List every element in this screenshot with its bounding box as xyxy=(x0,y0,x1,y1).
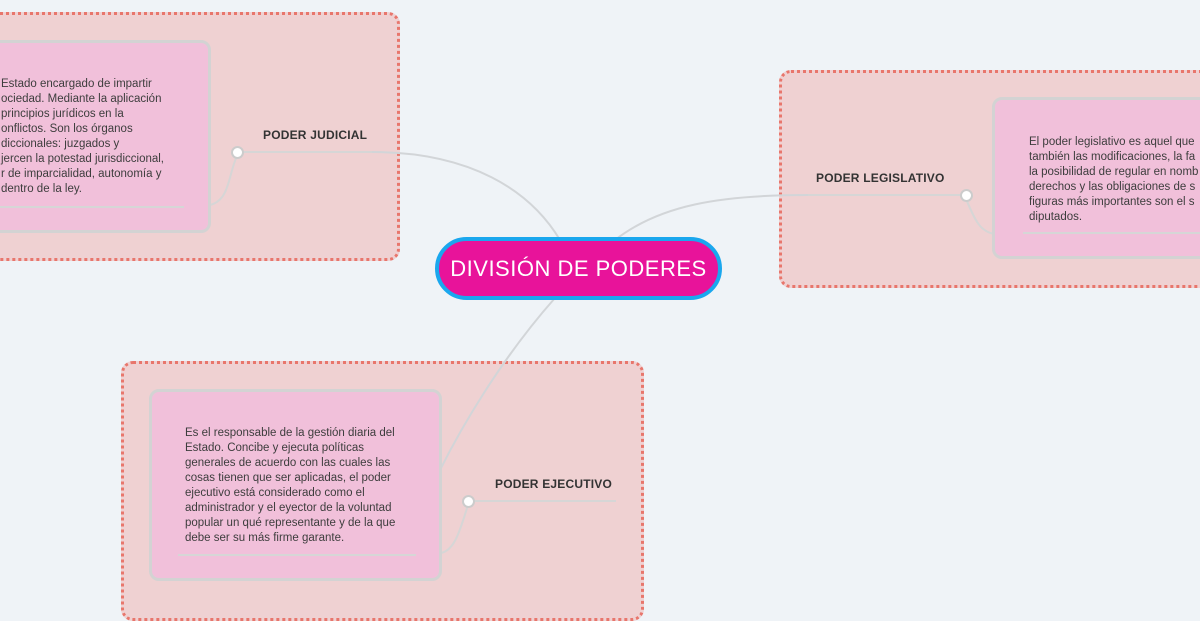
ejecutivo-label[interactable]: PODER EJECUTIVO xyxy=(495,477,613,491)
text-line: debe ser su más firme garante. xyxy=(185,532,345,544)
text-line: Estado. Concibe y ejecuta políticas xyxy=(185,442,364,454)
connector-judicial xyxy=(371,151,561,241)
link-judicial-textbox xyxy=(209,155,238,206)
text-line: ejecutivo está considerado como el xyxy=(185,487,365,499)
text-line: r de imparcialidad, autonomía y xyxy=(1,168,162,180)
text-line: figuras más importantes son el s xyxy=(1029,196,1195,208)
text-line: popular un qué representante y de la que xyxy=(185,517,396,529)
link-legislativo-textbox xyxy=(965,198,996,235)
divider xyxy=(1023,232,1200,234)
text-line: ociedad. Mediante la aplicación xyxy=(1,93,162,105)
text-line: El poder legislativo es aquel que xyxy=(1029,136,1195,148)
text-line: principios jurídicos en la xyxy=(1,108,124,120)
judicial-label[interactable]: PODER JUDICIAL xyxy=(263,128,368,142)
legislativo-description-box[interactable]: El poder legislativo es aquel que tambié… xyxy=(992,97,1200,259)
judicial-node-dot[interactable] xyxy=(231,146,244,159)
text-line: generales de acuerdo con las cuales las xyxy=(185,457,391,469)
text-line: dentro de la ley. xyxy=(1,183,82,195)
connector-ejecutivo xyxy=(439,297,556,471)
text-line: cosas tienen que ser aplicadas, el poder xyxy=(185,472,391,484)
central-topic-title: DIVISIÓN DE PODERES xyxy=(450,255,707,281)
judicial-description: Estado encargado de impartir ociedad. Me… xyxy=(1,77,164,197)
text-line: derechos y las obligaciones de s xyxy=(1029,181,1196,193)
ejecutivo-underline xyxy=(470,500,616,502)
divider xyxy=(178,554,416,556)
text-line: Estado encargado de impartir xyxy=(1,78,152,90)
connectors xyxy=(209,151,996,554)
text-line: diccionales: juzgados y xyxy=(1,138,120,150)
divider xyxy=(0,206,184,208)
connector-legislativo xyxy=(614,194,809,241)
legislativo-description: El poder legislativo es aquel que tambié… xyxy=(1029,135,1198,225)
text-line: administrador y el eyector de la volunta… xyxy=(185,502,392,514)
text-line: también las modificaciones, la fa xyxy=(1029,151,1196,163)
legislativo-node-dot[interactable] xyxy=(960,189,973,202)
legislativo-label[interactable]: PODER LEGISLATIVO xyxy=(816,171,945,185)
text-line: diputados. xyxy=(1029,211,1083,223)
ejecutivo-description-box[interactable]: Es el responsable de la gestión diaria d… xyxy=(149,389,442,581)
legislativo-underline xyxy=(808,194,966,196)
link-ejecutivo-textbox xyxy=(440,504,469,554)
text-line: onflictos. Son los órganos xyxy=(1,123,133,135)
judicial-description-box[interactable]: Estado encargado de impartir ociedad. Me… xyxy=(0,40,211,233)
ejecutivo-description: Es el responsable de la gestión diaria d… xyxy=(185,426,395,546)
text-line: la posibilidad de regular en nomb xyxy=(1029,166,1199,178)
ejecutivo-node-dot[interactable] xyxy=(462,495,475,508)
text-line: Es el responsable de la gestión diaria d… xyxy=(185,427,395,439)
central-topic[interactable]: DIVISIÓN DE PODERES xyxy=(435,237,722,300)
judicial-underline xyxy=(240,151,372,153)
text-line: jercen la potestad jurisdiccional, xyxy=(1,153,165,165)
